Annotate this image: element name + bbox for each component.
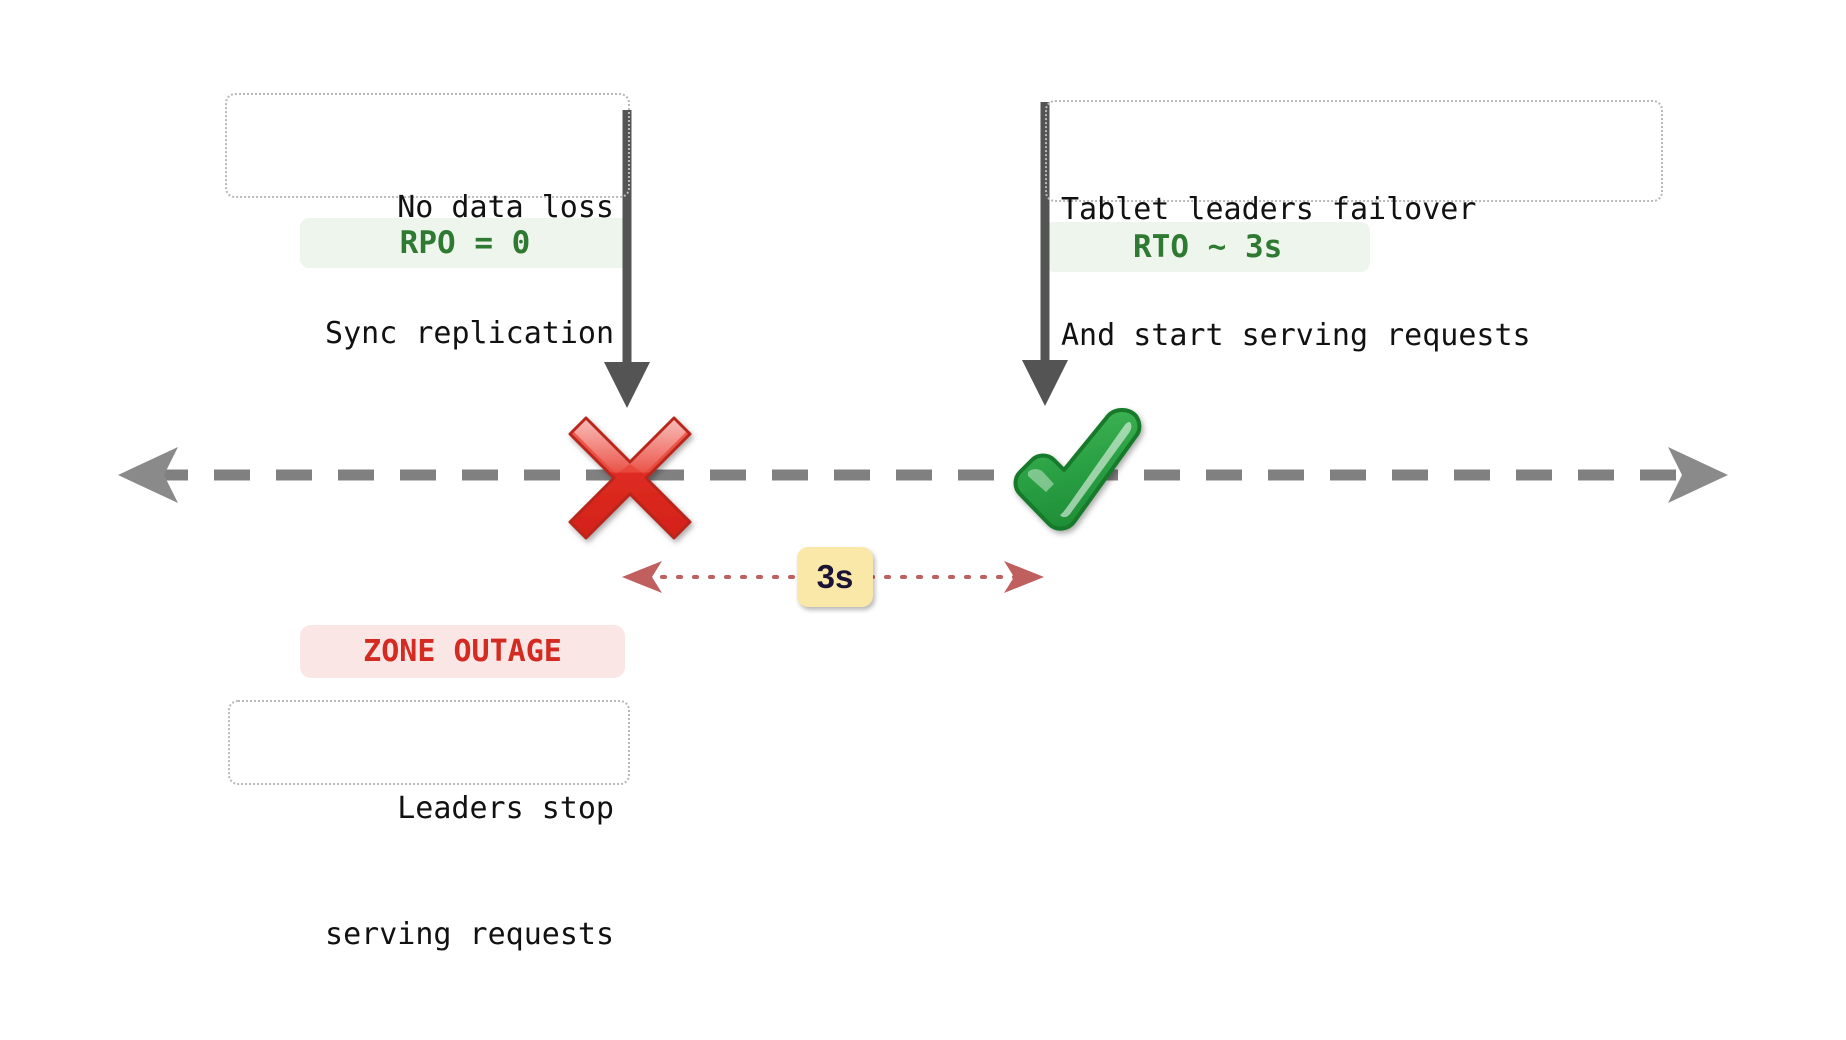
- right-event-note-line-2: And start serving requests: [1061, 318, 1531, 353]
- left-event-note-line-2: Sync replication: [325, 316, 614, 351]
- outage-effect-line-2: serving requests: [325, 917, 614, 952]
- right-event-note-line-1: Tablet leaders failover: [1061, 192, 1477, 227]
- left-event-arrow: [604, 110, 650, 408]
- duration-badge: 3s: [797, 547, 873, 607]
- left-event-note-line-1: No data loss: [397, 190, 614, 225]
- zone-outage-badge: ZONE OUTAGE: [300, 625, 625, 678]
- rto-metric-badge: RTO ~ 3s: [1045, 222, 1370, 272]
- right-event-note: Tablet leaders failover And start servin…: [1045, 100, 1663, 353]
- rpo-metric-badge: RPO = 0: [300, 218, 630, 268]
- timeline-axis: [118, 447, 1728, 503]
- left-event-note: No data loss Sync replication: [225, 93, 630, 351]
- outage-effect-line-1: Leaders stop: [397, 791, 614, 826]
- diagram-canvas: No data loss Sync replication RPO = 0 ZO…: [118, 93, 1728, 952]
- check-mark-icon: [1013, 408, 1142, 531]
- duration-measure-line: [622, 561, 1044, 593]
- cross-mark-icon: [568, 416, 692, 540]
